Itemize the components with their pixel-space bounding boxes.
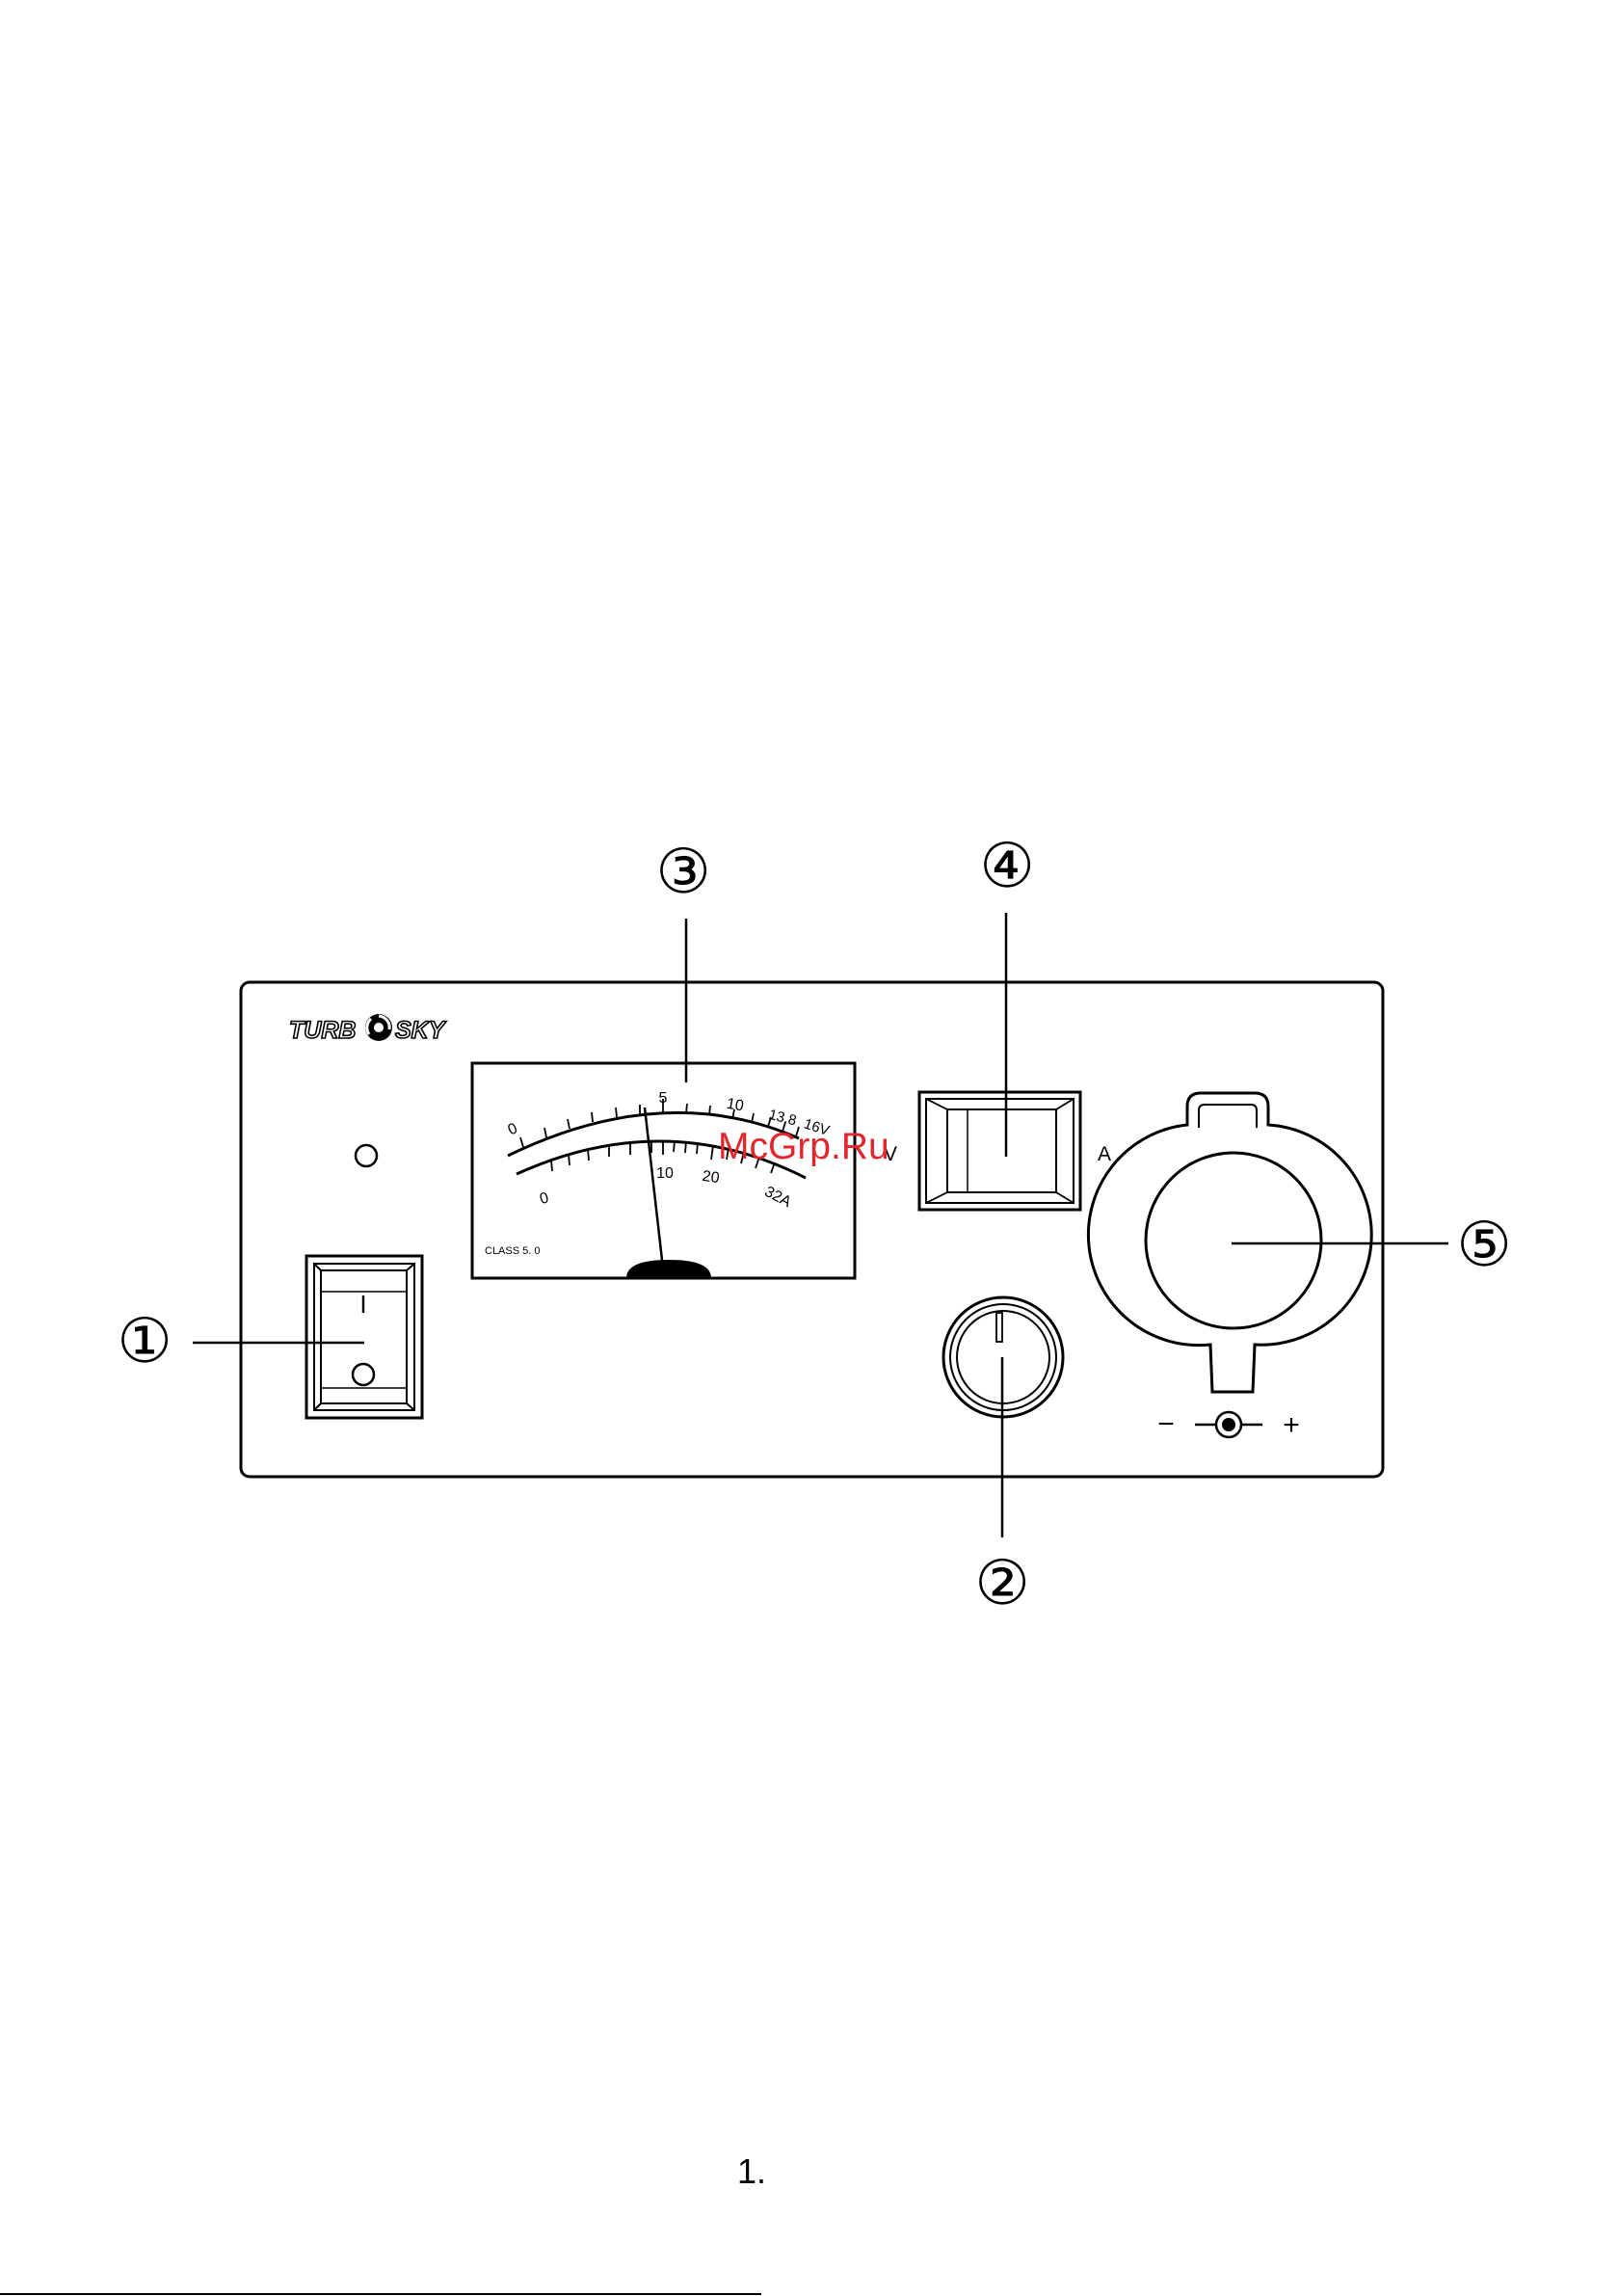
front-panel bbox=[241, 982, 1383, 1477]
voltage-current-selector-switch[interactable] bbox=[919, 1092, 1080, 1210]
watermark-text: McGrp.Ru bbox=[718, 1126, 889, 1168]
voltage-label-0: 0 bbox=[506, 1120, 520, 1138]
meter-pivot bbox=[626, 1260, 711, 1278]
socket-opening bbox=[1146, 1153, 1321, 1328]
selector-a-label: A bbox=[1098, 1143, 1111, 1165]
callout-1: ① bbox=[117, 1306, 172, 1377]
meter-needle bbox=[645, 1108, 663, 1268]
callout-2: ② bbox=[974, 1548, 1029, 1619]
voltage-label-5: 5 bbox=[659, 1090, 668, 1107]
callout-4: ④ bbox=[979, 831, 1034, 902]
polarity-plus: + bbox=[1283, 1409, 1300, 1441]
power-led bbox=[356, 1145, 377, 1166]
current-label-0: 0 bbox=[538, 1189, 550, 1208]
polarity-center-pin-icon bbox=[1222, 1418, 1235, 1431]
logo-swirl-icon bbox=[365, 1014, 392, 1041]
knob-indicator bbox=[996, 1313, 1002, 1342]
current-label-10: 10 bbox=[656, 1165, 674, 1182]
switch-off-mark bbox=[353, 1364, 374, 1385]
brand-logo: TURB SKY bbox=[289, 1014, 447, 1044]
voltage-label-10: 10 bbox=[726, 1096, 746, 1115]
meter-class-label: CLASS 5. 0 bbox=[485, 1245, 540, 1257]
current-label-20: 20 bbox=[702, 1168, 721, 1187]
analog-meter: 0 5 10 13.8 16V 0 10 20 32A CLASS 5. 0 bbox=[472, 1063, 855, 1278]
power-rocker-switch[interactable]: I bbox=[306, 1256, 422, 1418]
current-label-32a: 32A bbox=[762, 1184, 794, 1212]
logo-text-left: TURB bbox=[289, 1017, 356, 1044]
polarity-symbol: − + bbox=[1157, 1408, 1300, 1441]
callout-5: ⑤ bbox=[1456, 1210, 1511, 1281]
callout-3: ③ bbox=[655, 837, 710, 908]
switch-on-mark: I bbox=[359, 1290, 366, 1319]
logo-text-right: SKY bbox=[395, 1017, 447, 1044]
page-number: 1. bbox=[0, 2151, 1503, 2192]
polarity-minus: − bbox=[1157, 1408, 1175, 1440]
